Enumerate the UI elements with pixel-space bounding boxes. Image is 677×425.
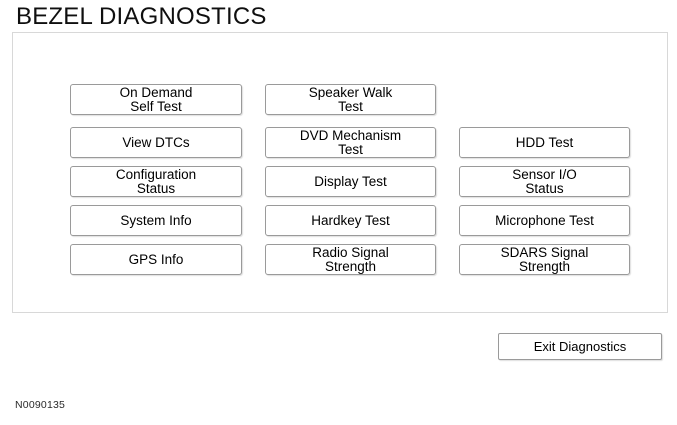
button-on-demand-self-test[interactable]: On Demand Self Test: [70, 84, 242, 115]
button-label: HDD Test: [515, 134, 574, 150]
button-label: View DTCs: [122, 134, 190, 150]
button-label: Hardkey Test: [311, 212, 390, 228]
button-label: System Info: [120, 212, 192, 228]
button-label: Microphone Test: [495, 212, 594, 228]
button-label: GPS Info: [128, 251, 184, 267]
diagnostics-button-grid: On Demand Self Test View DTCs Configurat…: [70, 84, 630, 275]
button-speaker-walk-test[interactable]: Speaker Walk Test: [265, 84, 436, 115]
footer-reference-code: N0090135: [15, 399, 66, 411]
button-label: DVD Mechanism Test: [299, 128, 402, 157]
button-label: Display Test: [314, 173, 387, 189]
button-label: Configuration Status: [115, 167, 197, 196]
exit-diagnostics-button[interactable]: Exit Diagnostics: [498, 333, 662, 360]
button-gps-info[interactable]: GPS Info: [70, 244, 242, 275]
button-label: SDARS Signal Strength: [500, 245, 589, 274]
page-title: BEZEL DIAGNOSTICS: [16, 3, 267, 30]
button-display-test[interactable]: Display Test: [265, 166, 436, 197]
button-hardkey-test[interactable]: Hardkey Test: [265, 205, 436, 236]
button-sdars-signal-strength[interactable]: SDARS Signal Strength: [459, 244, 630, 275]
button-microphone-test[interactable]: Microphone Test: [459, 205, 630, 236]
button-hdd-test[interactable]: HDD Test: [459, 127, 630, 158]
button-label: Sensor I/O Status: [512, 167, 577, 196]
button-radio-signal-strength[interactable]: Radio Signal Strength: [265, 244, 436, 275]
button-configuration-status[interactable]: Configuration Status: [70, 166, 242, 197]
button-label: On Demand Self Test: [119, 85, 193, 114]
button-system-info[interactable]: System Info: [70, 205, 242, 236]
button-dvd-mechanism-test[interactable]: DVD Mechanism Test: [265, 127, 436, 158]
button-view-dtcs[interactable]: View DTCs: [70, 127, 242, 158]
button-sensor-io-status[interactable]: Sensor I/O Status: [459, 166, 630, 197]
button-label: Radio Signal Strength: [312, 245, 389, 274]
exit-diagnostics-label: Exit Diagnostics: [533, 339, 627, 354]
button-label: Speaker Walk Test: [308, 85, 393, 114]
